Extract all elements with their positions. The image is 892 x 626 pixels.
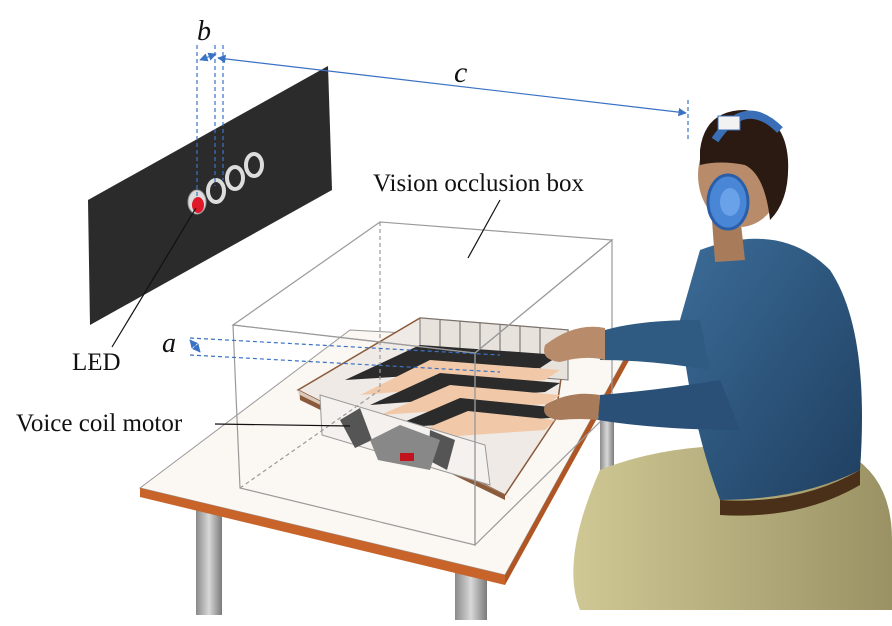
label-voice-coil-motor: Voice coil motor xyxy=(16,410,183,437)
label-c: c xyxy=(454,56,468,89)
dimension-lines xyxy=(189,45,689,373)
led-panel xyxy=(88,66,332,325)
vision-occlusion-box xyxy=(231,221,614,547)
dimension-a-arrow xyxy=(189,339,201,353)
label-a: a xyxy=(162,328,176,359)
label-led: LED xyxy=(72,349,121,376)
dimension-c-arrow xyxy=(217,54,687,117)
label-b: b xyxy=(197,16,211,47)
leader-lines xyxy=(111,199,501,427)
dimension-b-arrow xyxy=(199,52,217,62)
led-lights xyxy=(187,152,264,215)
led-leader-line xyxy=(111,207,197,348)
headphones xyxy=(706,110,783,231)
motor-leader-line xyxy=(214,423,351,427)
participant xyxy=(544,110,892,610)
keyboard-device xyxy=(296,317,569,500)
voice-coil-fan xyxy=(340,408,455,470)
label-vision-occlusion-box: Vision occlusion box xyxy=(373,170,584,197)
box-leader-line xyxy=(467,199,501,259)
